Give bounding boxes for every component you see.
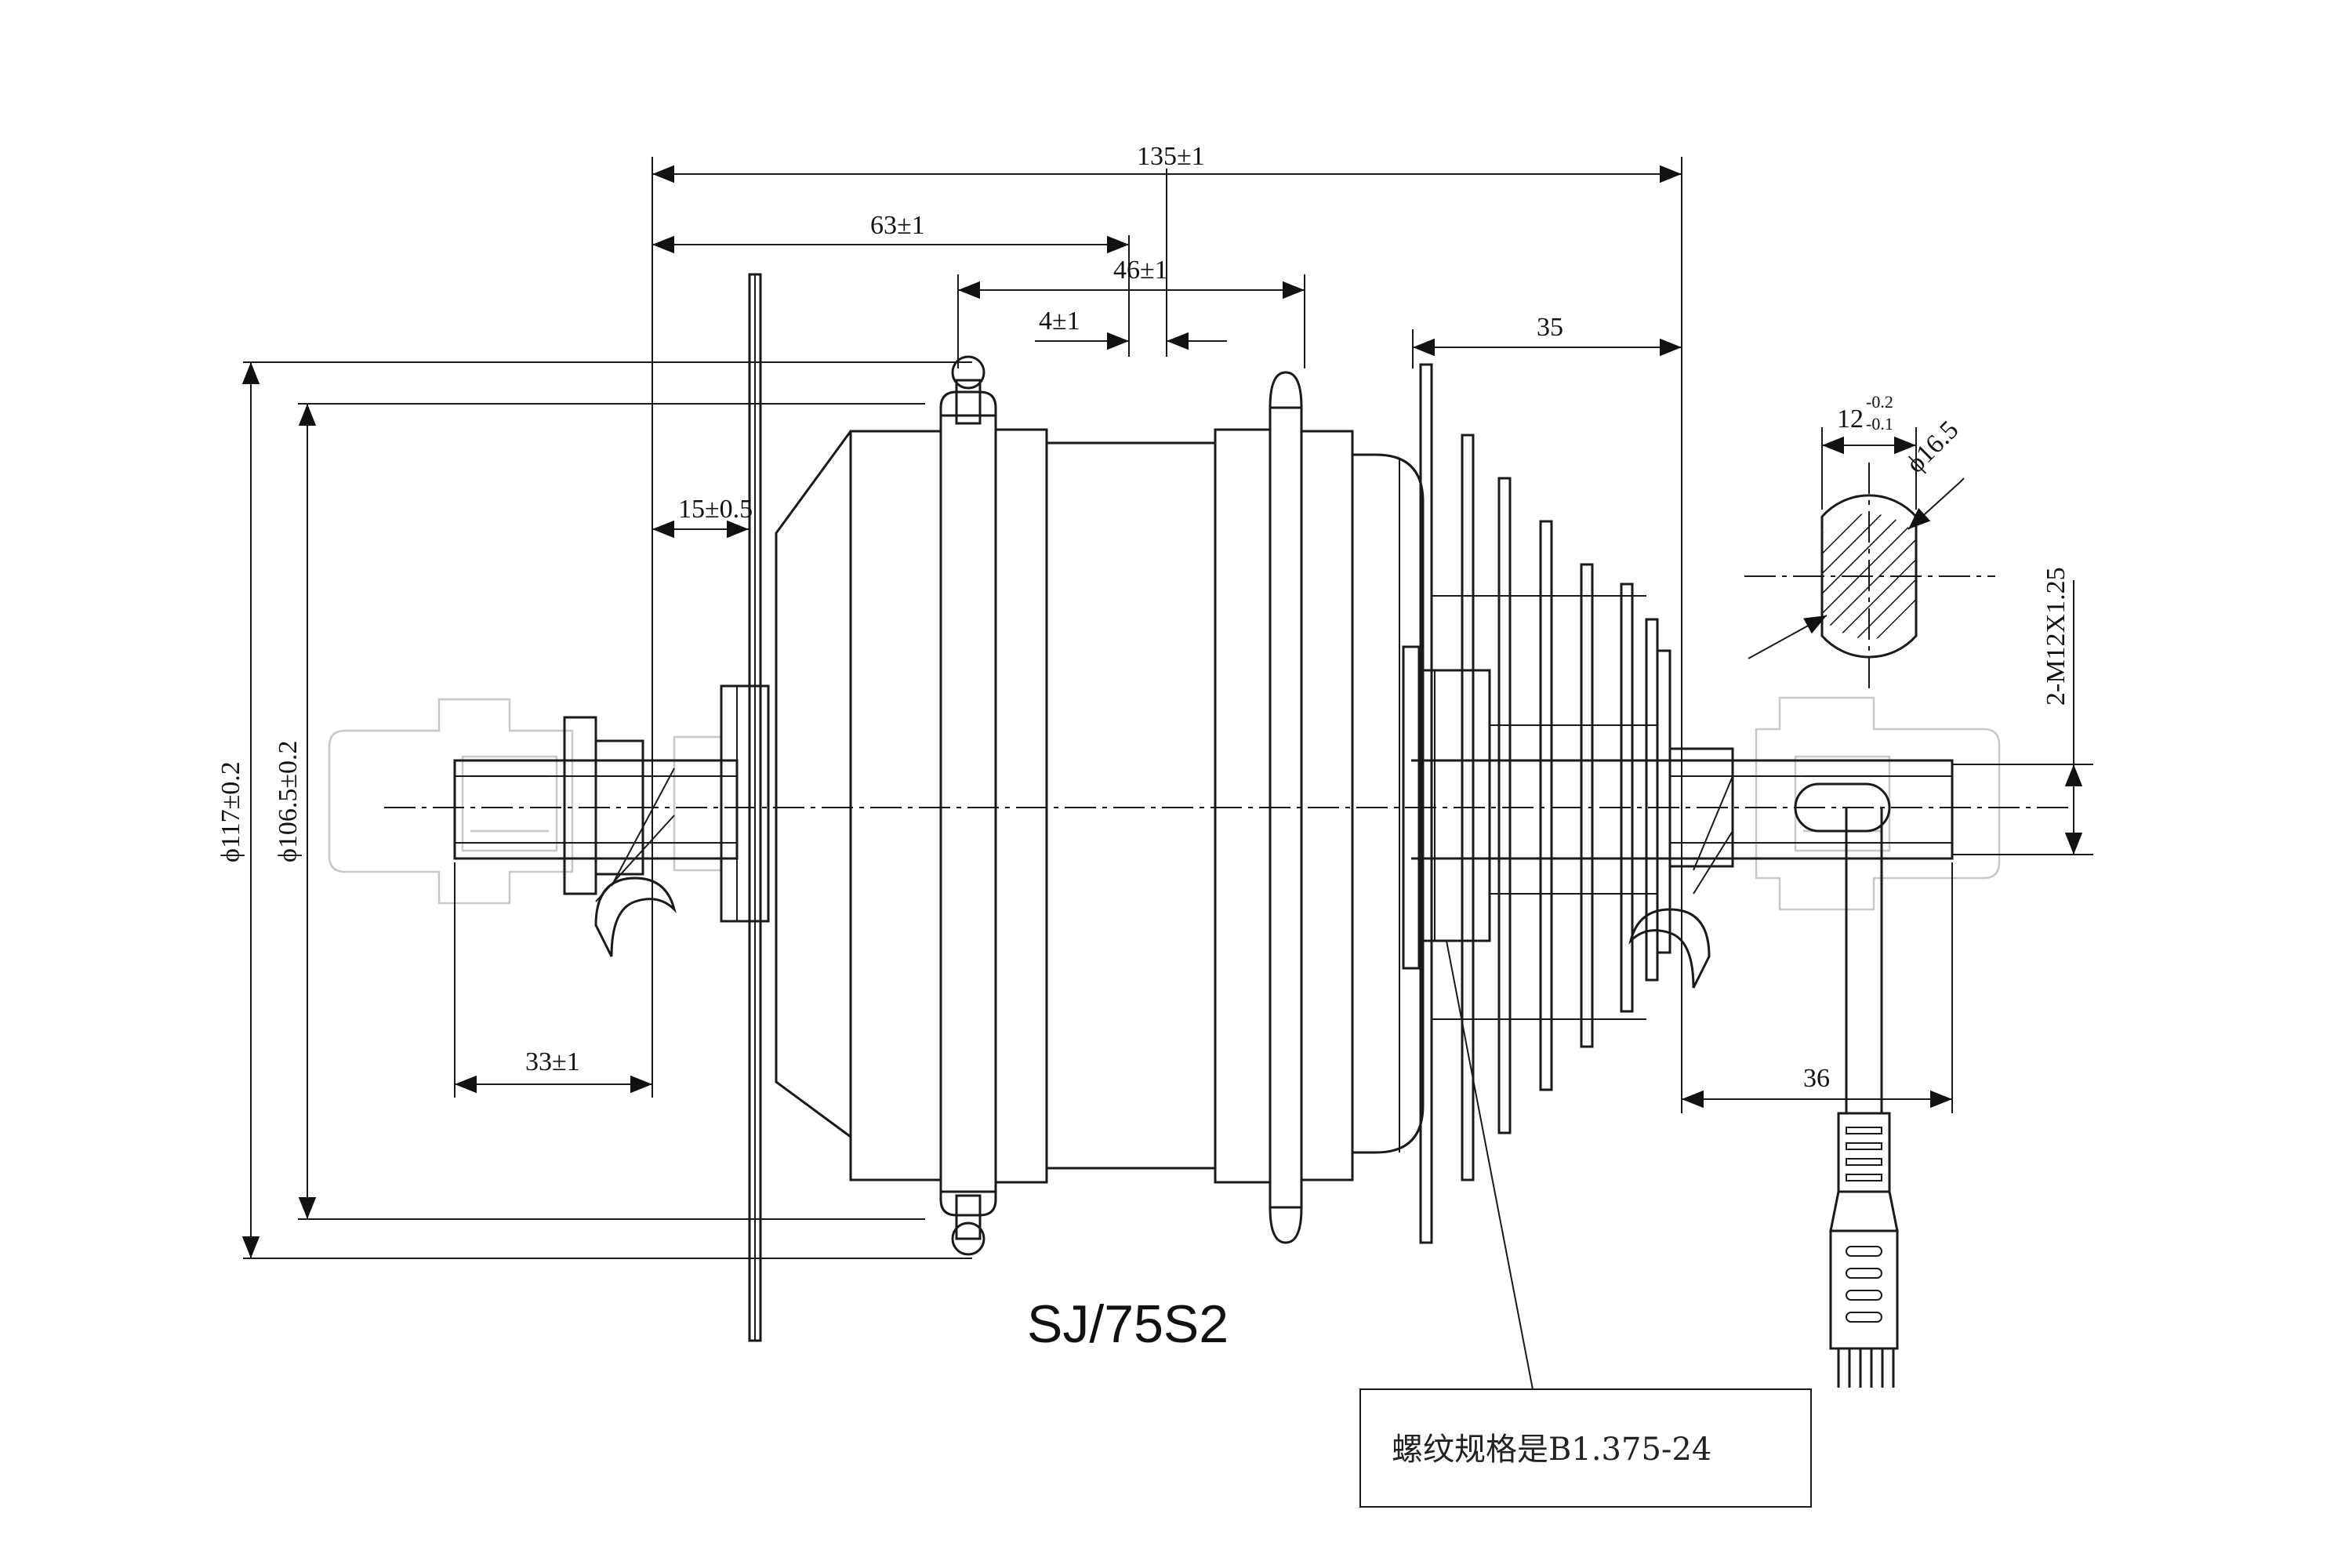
- dim-right-axle: 36: [1803, 1064, 1830, 1093]
- dim-axle-flat-width: 12: [1837, 405, 1864, 434]
- dim-cassette-width: 35: [1537, 313, 1563, 342]
- axle: [453, 759, 1954, 860]
- dim-axle-thread: 2-M12X1.25: [2042, 567, 2071, 706]
- cassette: [1402, 363, 1671, 1244]
- dim-flange-dia-inner: ϕ106.5±0.2: [274, 740, 303, 862]
- dimension-lines: [241, 157, 2093, 1259]
- cable-connector: [1829, 808, 1899, 1388]
- axle-section: [1744, 427, 1995, 690]
- dim-flange-span: 46±1: [1113, 256, 1168, 285]
- dim-disc-offset: 15±0.5: [678, 495, 753, 524]
- dim-left-axle: 33±1: [525, 1047, 580, 1076]
- ghost-axle-parts: [328, 696, 2001, 911]
- dim-overall-width: 135±1: [1137, 142, 1205, 171]
- dim-left-to-center: 63±1: [870, 211, 925, 240]
- right-nut: [1628, 747, 1734, 989]
- dim-axle-flat-tol-lower: -0.1: [1866, 414, 1893, 434]
- model-label: SJ/75S2: [1027, 1294, 1229, 1354]
- thread-note: 螺纹规格是B1.375-24: [1392, 1432, 1711, 1468]
- left-nut: [563, 684, 770, 957]
- dim-offset: 4±1: [1039, 307, 1080, 336]
- dim-flange-dia-outer: ϕ117±0.2: [216, 761, 245, 862]
- thread-note-callout: 螺纹规格是B1.375-24: [1359, 940, 1812, 1508]
- hub-body: [775, 355, 1425, 1256]
- dim-axle-flat-tol-upper: -0.2: [1866, 392, 1893, 412]
